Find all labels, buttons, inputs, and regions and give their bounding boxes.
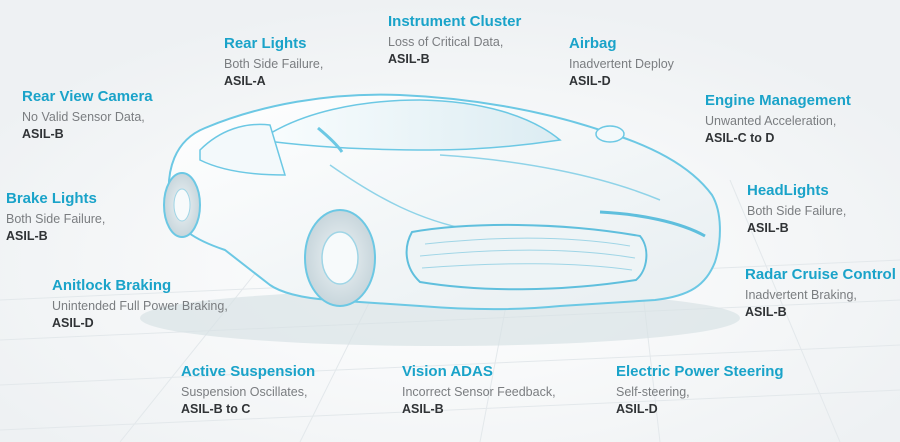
active-suspension-asil: ASIL-B to C <box>181 402 251 417</box>
label-engine-management: Engine Management Unwanted Acceleration,… <box>705 92 851 147</box>
radar-cruise-control-asil: ASIL-B <box>745 305 787 320</box>
label-headlights: HeadLights Both Side Failure, ASIL-B <box>747 182 846 237</box>
hood-line <box>439 154 661 201</box>
engine-management-asil: ASIL-C to D <box>705 131 775 146</box>
label-brake-lights: Brake Lights Both Side Failure, ASIL-B <box>6 190 105 245</box>
electric-power-steering-title: Electric Power Steering <box>616 363 784 380</box>
instrument-cluster-desc: Loss of Critical Data, <box>388 34 504 49</box>
label-instrument-cluster: Instrument Cluster Loss of Critical Data… <box>388 13 521 68</box>
car-grille <box>405 223 648 291</box>
car-windshield <box>258 99 562 151</box>
label-rear-view-camera: Rear View Camera No Valid Sensor Data, A… <box>22 88 153 143</box>
electric-power-steering-asil: ASIL-D <box>616 402 658 417</box>
vision-adas-desc: Incorrect Sensor Feedback, <box>402 384 556 399</box>
rear-lights-desc: Both Side Failure, <box>224 56 324 71</box>
radar-cruise-control-title: Radar Cruise Control <box>745 266 896 283</box>
label-radar-cruise-control: Radar Cruise Control Inadvertent Braking… <box>745 266 896 321</box>
electric-power-steering-desc: Self-steering, <box>616 384 690 399</box>
label-vision-adas: Vision ADAS Incorrect Sensor Feedback, A… <box>402 363 556 418</box>
engine-management-desc: Unwanted Acceleration, <box>705 113 837 128</box>
antilock-braking-desc: Unintended Full Power Braking, <box>52 298 228 313</box>
car-side-window <box>199 123 287 176</box>
active-suspension-desc: Suspension Oscillates, <box>181 384 308 399</box>
grille-pattern <box>419 237 636 271</box>
headlight-shape <box>599 210 706 238</box>
instrument-cluster-title: Instrument Cluster <box>388 13 522 30</box>
antilock-braking-title: Anitlock Braking <box>52 277 172 294</box>
vision-adas-asil: ASIL-B <box>402 402 444 417</box>
active-suspension-title: Active Suspension <box>181 363 316 380</box>
rear-wheel-hub <box>173 188 191 222</box>
airbag-title: Airbag <box>569 35 617 52</box>
instrument-cluster-asil: ASIL-B <box>388 52 430 67</box>
airbag-desc: Inadvertent Deploy <box>569 56 674 71</box>
headlights-desc: Both Side Failure, <box>747 203 847 218</box>
rear-view-camera-desc: No Valid Sensor Data, <box>22 109 145 124</box>
vision-adas-title: Vision ADAS <box>402 363 493 380</box>
brake-lights-title: Brake Lights <box>6 190 97 207</box>
rear-view-camera-asil: ASIL-B <box>22 127 64 142</box>
front-wheel-hub <box>321 231 359 285</box>
label-active-suspension: Active Suspension Suspension Oscillates,… <box>181 363 315 418</box>
side-mirror <box>595 125 625 143</box>
rear-view-camera-title: Rear View Camera <box>22 88 153 105</box>
label-airbag: Airbag Inadvertent Deploy ASIL-D <box>569 35 674 90</box>
brake-lights-desc: Both Side Failure, <box>6 211 106 226</box>
brake-lights-asil: ASIL-B <box>6 229 48 244</box>
label-antilock-braking: Anitlock Braking Unintended Full Power B… <box>52 277 228 332</box>
rear-lights-title: Rear Lights <box>224 35 307 52</box>
airbag-asil: ASIL-D <box>569 74 611 89</box>
radar-cruise-control-desc: Inadvertent Braking, <box>745 287 857 302</box>
headlights-asil: ASIL-B <box>747 221 789 236</box>
label-electric-power-steering: Electric Power Steering Self-steering, A… <box>616 363 784 418</box>
engine-management-title: Engine Management <box>705 92 851 109</box>
headlights-title: HeadLights <box>747 182 829 199</box>
label-rear-lights: Rear Lights Both Side Failure, ASIL-A <box>224 35 323 90</box>
antilock-braking-asil: ASIL-D <box>52 316 94 331</box>
rear-lights-asil: ASIL-A <box>224 74 266 89</box>
rear-light-shape <box>317 126 344 153</box>
